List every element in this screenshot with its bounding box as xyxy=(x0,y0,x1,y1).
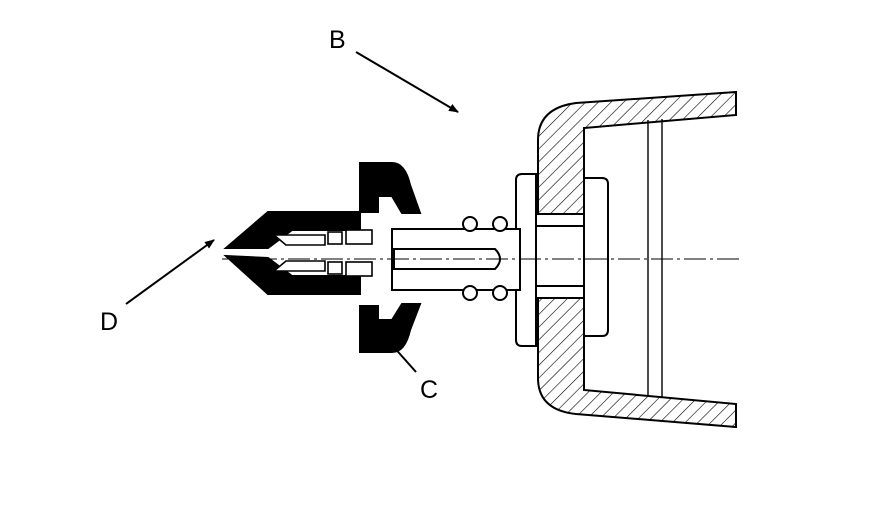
label-b: B xyxy=(329,26,346,54)
leader-c xyxy=(367,317,417,373)
nozzle-cap xyxy=(223,162,422,353)
arrow-d xyxy=(125,239,215,305)
arrow-b xyxy=(355,51,459,113)
flange-seat xyxy=(515,173,609,347)
label-d: D xyxy=(100,308,119,336)
nozzle-inner xyxy=(271,229,373,277)
label-c: C xyxy=(420,376,439,404)
